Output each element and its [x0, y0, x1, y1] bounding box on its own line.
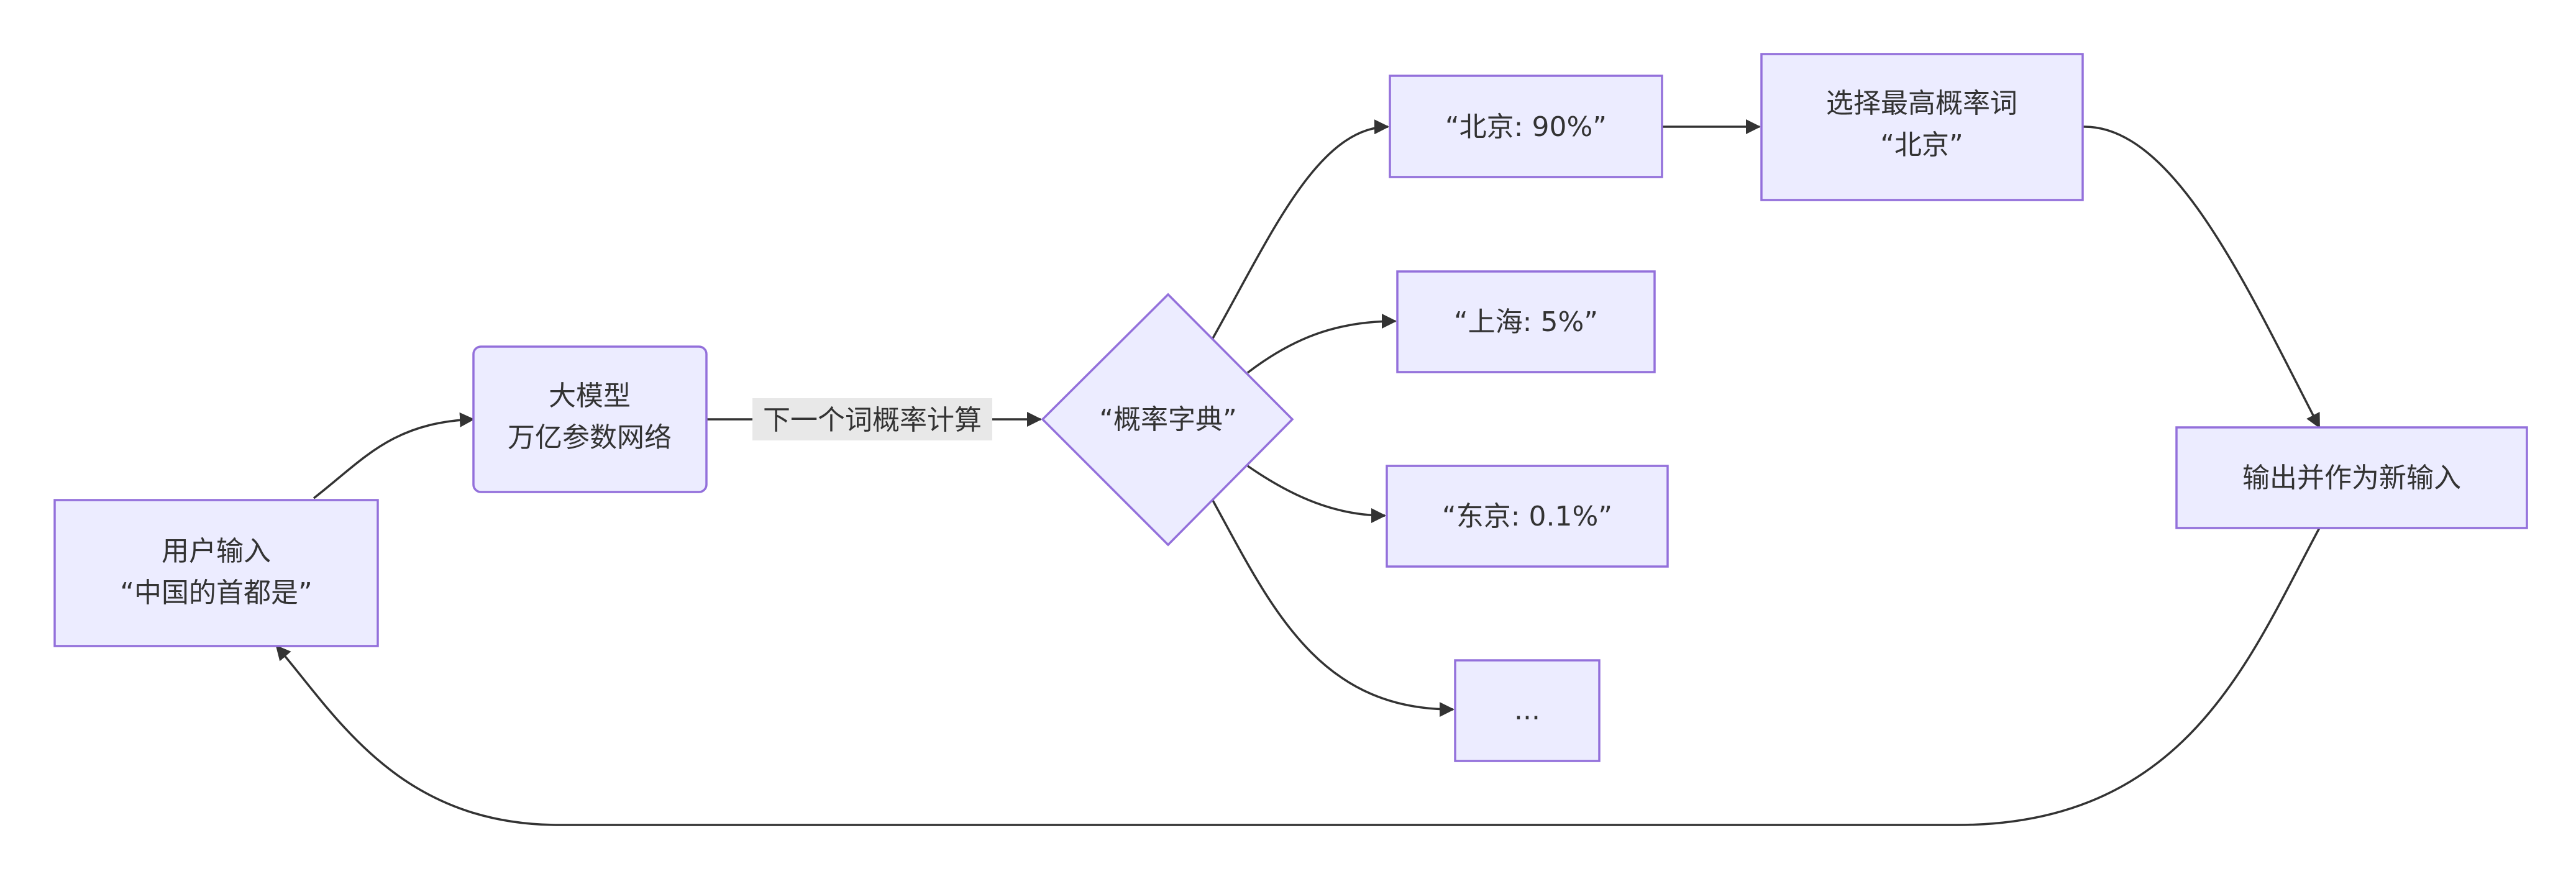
node-output: 输出并作为新输入	[2175, 426, 2528, 529]
edge-label-next-word-probability: 下一个词概率计算	[752, 398, 992, 440]
edge-dict-to-more	[1210, 498, 1455, 717]
node-select-highest-line2: “北京”	[1880, 129, 1963, 161]
node-model-line2: 万亿参数网络	[508, 422, 672, 453]
node-probability-dict-label: “概率字典”	[1099, 404, 1237, 435]
node-select-highest: 选择最高概率词 “北京”	[1760, 53, 2084, 201]
node-user-input-line1: 用户输入	[162, 535, 271, 567]
node-shanghai-label: “上海: 5%”	[1454, 306, 1598, 338]
node-model-line1: 大模型	[549, 380, 631, 412]
edge-dict-to-beijing	[1210, 119, 1389, 341]
edge-dict-to-shanghai	[1246, 314, 1397, 374]
node-tokyo: “东京: 0.1%”	[1386, 465, 1669, 568]
node-beijing-label: “北京: 90%”	[1445, 111, 1607, 143]
edge-output-to-input	[275, 527, 2321, 826]
edge-label-text: 下一个词概率计算	[763, 404, 982, 436]
edge-input-to-model	[313, 412, 475, 499]
node-shanghai: “上海: 5%”	[1396, 270, 1656, 373]
node-beijing: “北京: 90%”	[1389, 75, 1663, 178]
node-more-label: ...	[1514, 695, 1540, 726]
node-model: 大模型 万亿参数网络	[472, 345, 708, 493]
node-output-label: 输出并作为新输入	[2242, 462, 2461, 494]
edge-select-to-output	[2082, 125, 2321, 429]
node-user-input-line2: “中国的首都是”	[120, 577, 313, 609]
node-select-highest-line1: 选择最高概率词	[1826, 88, 2017, 119]
node-probability-dict: “概率字典”	[1041, 293, 1294, 547]
node-more: ...	[1454, 659, 1601, 762]
edge-dict-to-tokyo	[1247, 465, 1386, 523]
node-user-input: 用户输入 “中国的首都是”	[53, 499, 379, 647]
node-tokyo-label: “东京: 0.1%”	[1442, 501, 1612, 532]
